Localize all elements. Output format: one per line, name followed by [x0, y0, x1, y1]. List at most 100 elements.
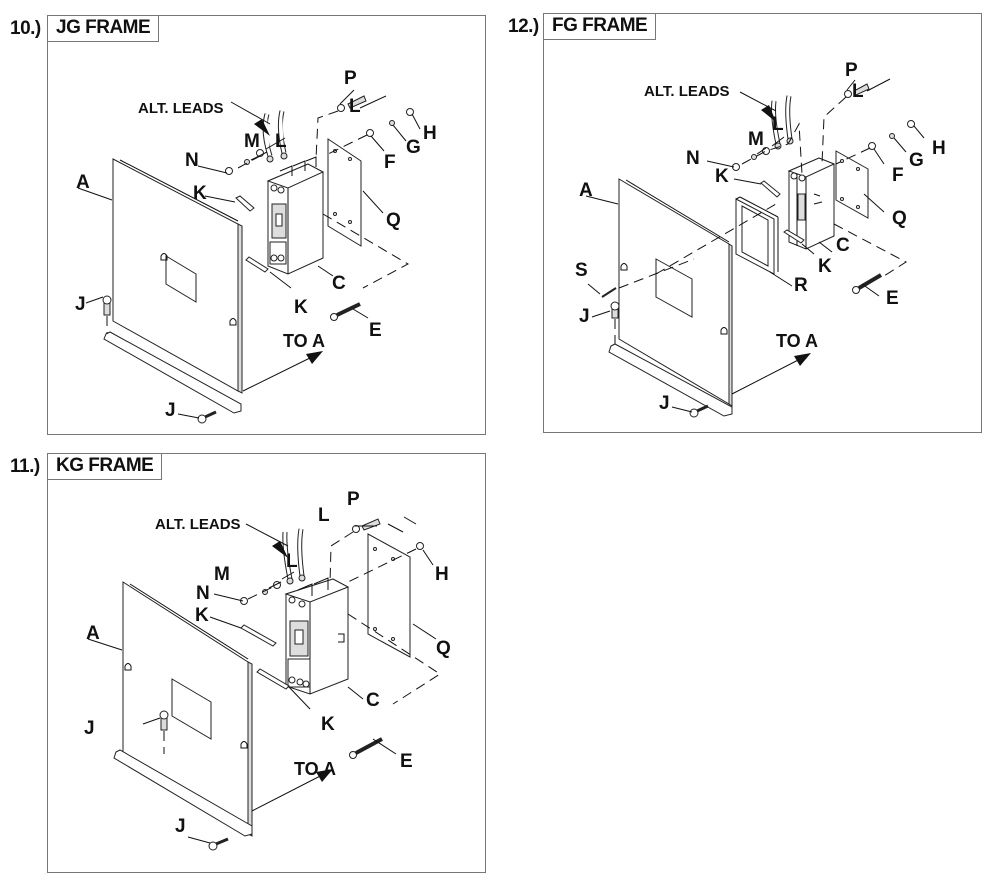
panel-number-kg: 11.) [10, 456, 40, 477]
label-c: C [332, 273, 346, 294]
label-k-upper: K [195, 605, 209, 626]
breaker-c [266, 156, 325, 275]
label-l-side: L [275, 131, 287, 152]
label-g: G [406, 137, 421, 158]
label-q: Q [436, 638, 451, 659]
cover-plate-a [113, 581, 253, 837]
alt-leads [262, 110, 288, 163]
alt-leads-arrow-icon [254, 119, 270, 136]
label-l-top: L [349, 96, 361, 117]
screw-p [347, 95, 367, 109]
bolt-e [349, 737, 383, 759]
svg-text:ALT. LEADS: ALT. LEADS [138, 100, 224, 117]
panel-title-kg: KG FRAME [48, 454, 163, 480]
nut-n [240, 597, 248, 605]
label-k-lower: K [321, 714, 335, 735]
breaker-c [284, 577, 350, 695]
label-to-a: TO A [283, 331, 325, 351]
label-j-upper: J [84, 718, 95, 739]
screw-j-upper [610, 301, 620, 344]
label-q: Q [386, 210, 401, 231]
plate-q [835, 150, 869, 219]
label-n: N [185, 150, 199, 171]
to-a-arrow-icon [316, 769, 333, 782]
label-n: N [686, 148, 700, 169]
screw-j-lower [197, 410, 217, 424]
nut-h [406, 108, 414, 116]
screw-p [361, 518, 381, 531]
label-to-a: TO A [294, 759, 336, 779]
label-h: H [435, 564, 449, 585]
fg-exploded-diagram: ALT. LEADS P L H G F L M N K A Q C K R E… [575, 60, 946, 418]
panel-number-jg: 10.) [10, 18, 41, 39]
panel-kg-frame: KG FRAME [47, 453, 486, 873]
spacer-k-upper [235, 195, 255, 212]
washer-l-top [844, 90, 852, 98]
lockwasher-g [389, 120, 395, 126]
breaker-c [787, 157, 836, 250]
screw-j-lower [689, 404, 709, 418]
label-g: G [909, 150, 924, 171]
label-a: A [579, 180, 593, 201]
label-to-a: TO A [776, 331, 818, 351]
spacer-k-upper [240, 624, 277, 647]
spacer-k-upper [760, 180, 781, 198]
washer-l-top [352, 525, 360, 533]
spacer-k-lower [783, 229, 805, 244]
spacer-k-lower [256, 668, 290, 690]
cover-plate-a [103, 158, 243, 414]
label-j-upper: J [75, 294, 86, 315]
screw-j-lower [208, 837, 229, 851]
nut-h [416, 542, 424, 550]
label-k-lower: K [818, 256, 832, 277]
washer-f [868, 142, 876, 150]
panel-title-jg: JG FRAME [48, 16, 160, 42]
label-alt-leads: ALT. LEADS [155, 516, 241, 533]
kg-exploded-diagram: ALT. LEADS P L H L M N K A Q C K E J J T… [84, 489, 451, 851]
panel-fg-frame: FG FRAME [543, 13, 982, 433]
panel-title-fg: FG FRAME [544, 14, 657, 40]
label-k-upper: K [715, 166, 729, 187]
label-m: M [214, 564, 230, 585]
label-a: A [76, 172, 90, 193]
label-m: M [244, 131, 260, 152]
label-q: Q [892, 208, 907, 229]
bolt-e [852, 273, 883, 294]
plate-q [327, 138, 362, 247]
to-a-arrow-icon [306, 351, 323, 364]
label-p: P [344, 68, 357, 89]
nut-h [907, 120, 915, 128]
mounting-frame-r [735, 196, 779, 275]
label-m: M [748, 129, 764, 150]
label-j-lower: J [175, 816, 186, 837]
label-s: S [575, 260, 588, 281]
alt-leads-arrow-icon [272, 541, 288, 558]
screw-j-upper [159, 710, 169, 754]
plate-q [367, 533, 411, 658]
lockwasher-m [751, 154, 757, 160]
label-l-side: L [772, 114, 784, 135]
washer-l-top [337, 104, 345, 112]
label-c: C [836, 235, 850, 256]
bolt-e [330, 302, 361, 321]
label-l-side: L [286, 551, 298, 572]
label-e: E [886, 288, 899, 309]
nut-n [225, 167, 233, 175]
jg-exploded-diagram: ALT. LEADS P L H G F L M N K A Q C K E J… [75, 68, 437, 424]
label-f: F [384, 152, 396, 173]
label-j-lower: J [659, 393, 670, 414]
lockwasher-g [889, 133, 895, 139]
label-a: A [86, 623, 100, 644]
label-f: F [892, 165, 904, 186]
label-p: P [845, 60, 858, 81]
label-h: H [932, 138, 946, 159]
label-alt-leads: ALT. LEADS [138, 100, 224, 117]
label-k-lower: K [294, 297, 308, 318]
washer-f [366, 129, 374, 137]
label-alt-leads: ALT. LEADS [644, 83, 730, 100]
panel-number-fg: 12.) [508, 16, 539, 37]
label-j-upper: J [579, 306, 590, 327]
label-l-top: L [318, 505, 330, 526]
screw-j-upper [102, 295, 112, 334]
label-l-top: L [852, 81, 864, 102]
